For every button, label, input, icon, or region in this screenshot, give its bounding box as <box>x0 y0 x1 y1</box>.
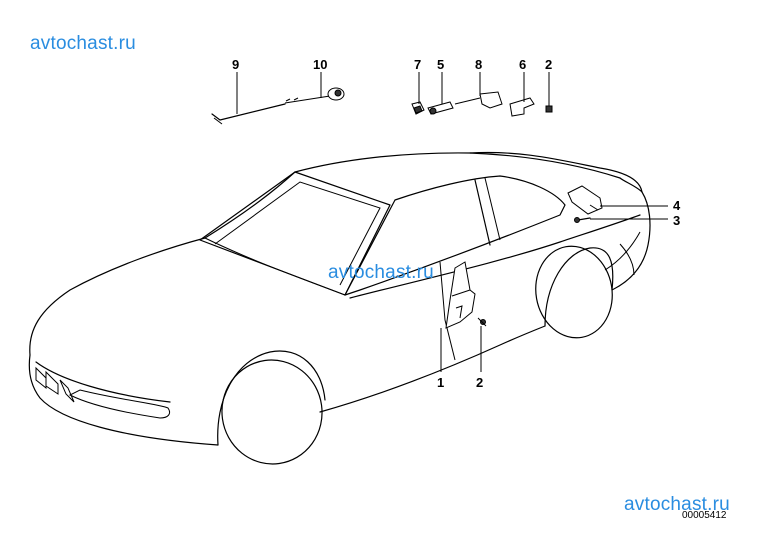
callout-9: 9 <box>232 57 239 72</box>
part-2-screw-bottom <box>477 317 487 327</box>
callout-3: 3 <box>673 213 680 228</box>
part-9-rod <box>211 103 286 125</box>
part-8-wiring <box>454 91 503 109</box>
watermark-center: avtochast.ru <box>328 262 434 283</box>
callout-8: 8 <box>475 57 482 72</box>
leader-lines-top <box>236 72 550 114</box>
part-10-cable <box>284 87 345 104</box>
car-body <box>28 151 651 465</box>
callout-10: 10 <box>313 57 327 72</box>
callout-4: 4 <box>673 198 681 213</box>
callout-1: 1 <box>437 375 444 390</box>
watermark-top-left: avtochast.ru <box>30 33 136 54</box>
callout-7: 7 <box>414 57 421 72</box>
callout-2-top: 2 <box>545 57 552 72</box>
watermark-bottom-right: avtochast.ru <box>624 494 730 515</box>
part-6-bracket <box>509 97 535 117</box>
part-3-screw <box>574 217 591 223</box>
part-7-clip <box>411 101 425 115</box>
callout-6: 6 <box>519 57 526 72</box>
part-5-sensor <box>427 101 454 115</box>
part-4-module <box>567 185 603 215</box>
callout-5: 5 <box>437 57 444 72</box>
part-1-bracket <box>445 261 476 329</box>
part-2-screw-top <box>545 105 553 113</box>
callout-2-bottom: 2 <box>476 375 483 390</box>
diagram-code: 00005412 <box>682 510 727 521</box>
